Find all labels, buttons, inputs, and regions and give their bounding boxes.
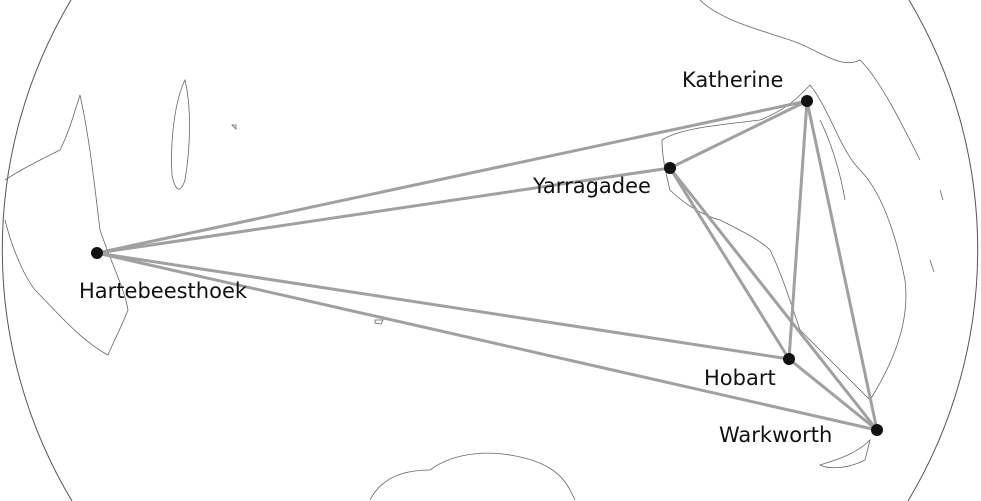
australia-coast — [661, 84, 907, 401]
station-label-hobart: Hobart — [704, 366, 776, 390]
station-label-warkworth: Warkworth — [719, 423, 833, 447]
baseline-hartebeesthoek-katherine — [96, 99, 808, 255]
baselines — [96, 99, 879, 432]
baseline-hobart-warkworth — [788, 357, 878, 432]
asia-coast — [699, 0, 921, 201]
station-marker-hobart[interactable] — [783, 353, 795, 365]
station-marker-katherine[interactable] — [801, 95, 813, 107]
stations — [91, 95, 883, 436]
station-label-katherine: Katherine — [682, 68, 784, 92]
baseline-katherine-hobart — [787, 100, 809, 360]
baseline-hartebeesthoek-warkworth — [96, 251, 878, 432]
baseline-hartebeesthoek-hobart — [96, 251, 790, 361]
baseline-hartebeesthoek-yarragadee — [96, 166, 671, 255]
baseline-yarragadee-hobart — [668, 167, 791, 360]
baseline-yarragadee-warkworth — [668, 167, 879, 431]
station-label-yarragadee: Yarragadee — [533, 174, 651, 198]
island-coast — [231, 124, 944, 325]
africa-coast — [4, 94, 129, 356]
baseline-katherine-warkworth — [805, 100, 879, 431]
madagascar-coast — [171, 78, 190, 190]
coastlines — [4, 0, 944, 501]
station-label-hartebeesthoek: Hartebeesthoek — [79, 279, 248, 303]
antarctica-coast — [369, 452, 576, 501]
baseline-yarragadee-katherine — [669, 99, 808, 170]
newzealand-coast — [818, 438, 871, 469]
station-marker-yarragadee[interactable] — [664, 162, 676, 174]
station-marker-hartebeesthoek[interactable] — [91, 247, 103, 259]
station-marker-warkworth[interactable] — [871, 424, 883, 436]
